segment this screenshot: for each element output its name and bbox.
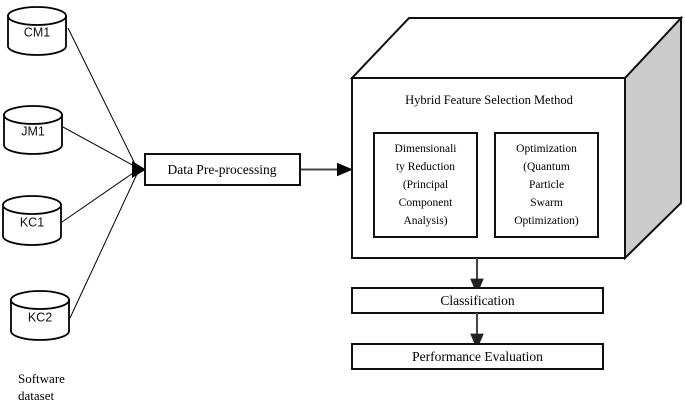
- data-preprocessing-node[interactable]: Data Pre-processing: [144, 153, 301, 186]
- connector-kc1: [61, 170, 137, 223]
- module-line: Optimization): [514, 215, 579, 227]
- module-line: Particle: [529, 179, 564, 191]
- box-top-face: [349, 17, 684, 79]
- module-optimization[interactable]: Optimization (Quantum Particle Swarm Opt…: [494, 132, 599, 238]
- module-line: (Principal: [403, 179, 448, 191]
- datasource-cylinder-jm1: JM1: [3, 105, 63, 155]
- database-cylinder-icon: [3, 114, 63, 155]
- module-box-dimensionality-reduction[interactable]: [373, 132, 478, 238]
- database-cylinder-top-icon: [2, 195, 62, 215]
- database-cylinder-top-icon: [7, 6, 67, 26]
- database-cylinder-top-icon: [3, 105, 63, 125]
- hybrid-box-title: Hybrid Feature Selection Method: [405, 93, 573, 107]
- database-cylinder-top-icon: [10, 290, 70, 310]
- data-preprocessing-label: Data Pre-processing: [167, 162, 276, 177]
- database-cylinder-icon: [7, 15, 67, 56]
- datasource-cylinder-kc1: KC1: [2, 195, 62, 246]
- database-cylinder-icon: [10, 299, 70, 341]
- converge-arrowhead-icon: [132, 161, 146, 178]
- database-cylinder-icon: [2, 204, 62, 246]
- classification-label: Classification: [440, 293, 514, 308]
- datasource-label-cm1: CM1: [24, 25, 50, 39]
- module-box-optimization[interactable]: [494, 132, 599, 238]
- classification-box[interactable]: [351, 287, 604, 314]
- hybrid-feature-selection-3d-box: Hybrid Feature Selection Method Dimensio…: [349, 15, 684, 261]
- connector-jm1: [62, 126, 137, 168]
- caption-line-1: Software: [18, 371, 65, 386]
- datasource-label-kc2: KC2: [28, 310, 52, 324]
- classification-node[interactable]: Classification: [351, 287, 604, 314]
- module-dimensionality-reduction[interactable]: Dimensionali ty Reduction (Principal Com…: [373, 132, 478, 238]
- performance-evaluation-node[interactable]: Performance Evaluation: [351, 343, 604, 370]
- performance-evaluation-label: Performance Evaluation: [412, 349, 543, 364]
- datasource-cylinder-kc2: KC2: [10, 290, 70, 341]
- datasource-label-kc1: KC1: [20, 215, 44, 229]
- connector-kc2: [69, 173, 138, 319]
- connector-cm1: [67, 27, 137, 167]
- module-line: (Quantum: [523, 161, 570, 173]
- data-preprocessing-box[interactable]: [144, 153, 301, 186]
- module-line: Analysis): [403, 215, 447, 227]
- datasource-caption: Software dataset: [18, 371, 65, 403]
- performance-evaluation-box[interactable]: [351, 343, 604, 370]
- datasource-cylinder-cm1: CM1: [7, 6, 67, 56]
- module-line: Swarm: [530, 197, 563, 209]
- module-line: Dimensionali: [395, 143, 457, 155]
- module-line: Component: [399, 197, 453, 209]
- datasource-connector-group: [61, 27, 138, 319]
- module-line: ty Reduction: [396, 161, 455, 173]
- caption-line-2: dataset: [18, 388, 54, 403]
- datasource-label-jm1: JM1: [21, 124, 45, 138]
- module-line: Optimization: [516, 143, 577, 155]
